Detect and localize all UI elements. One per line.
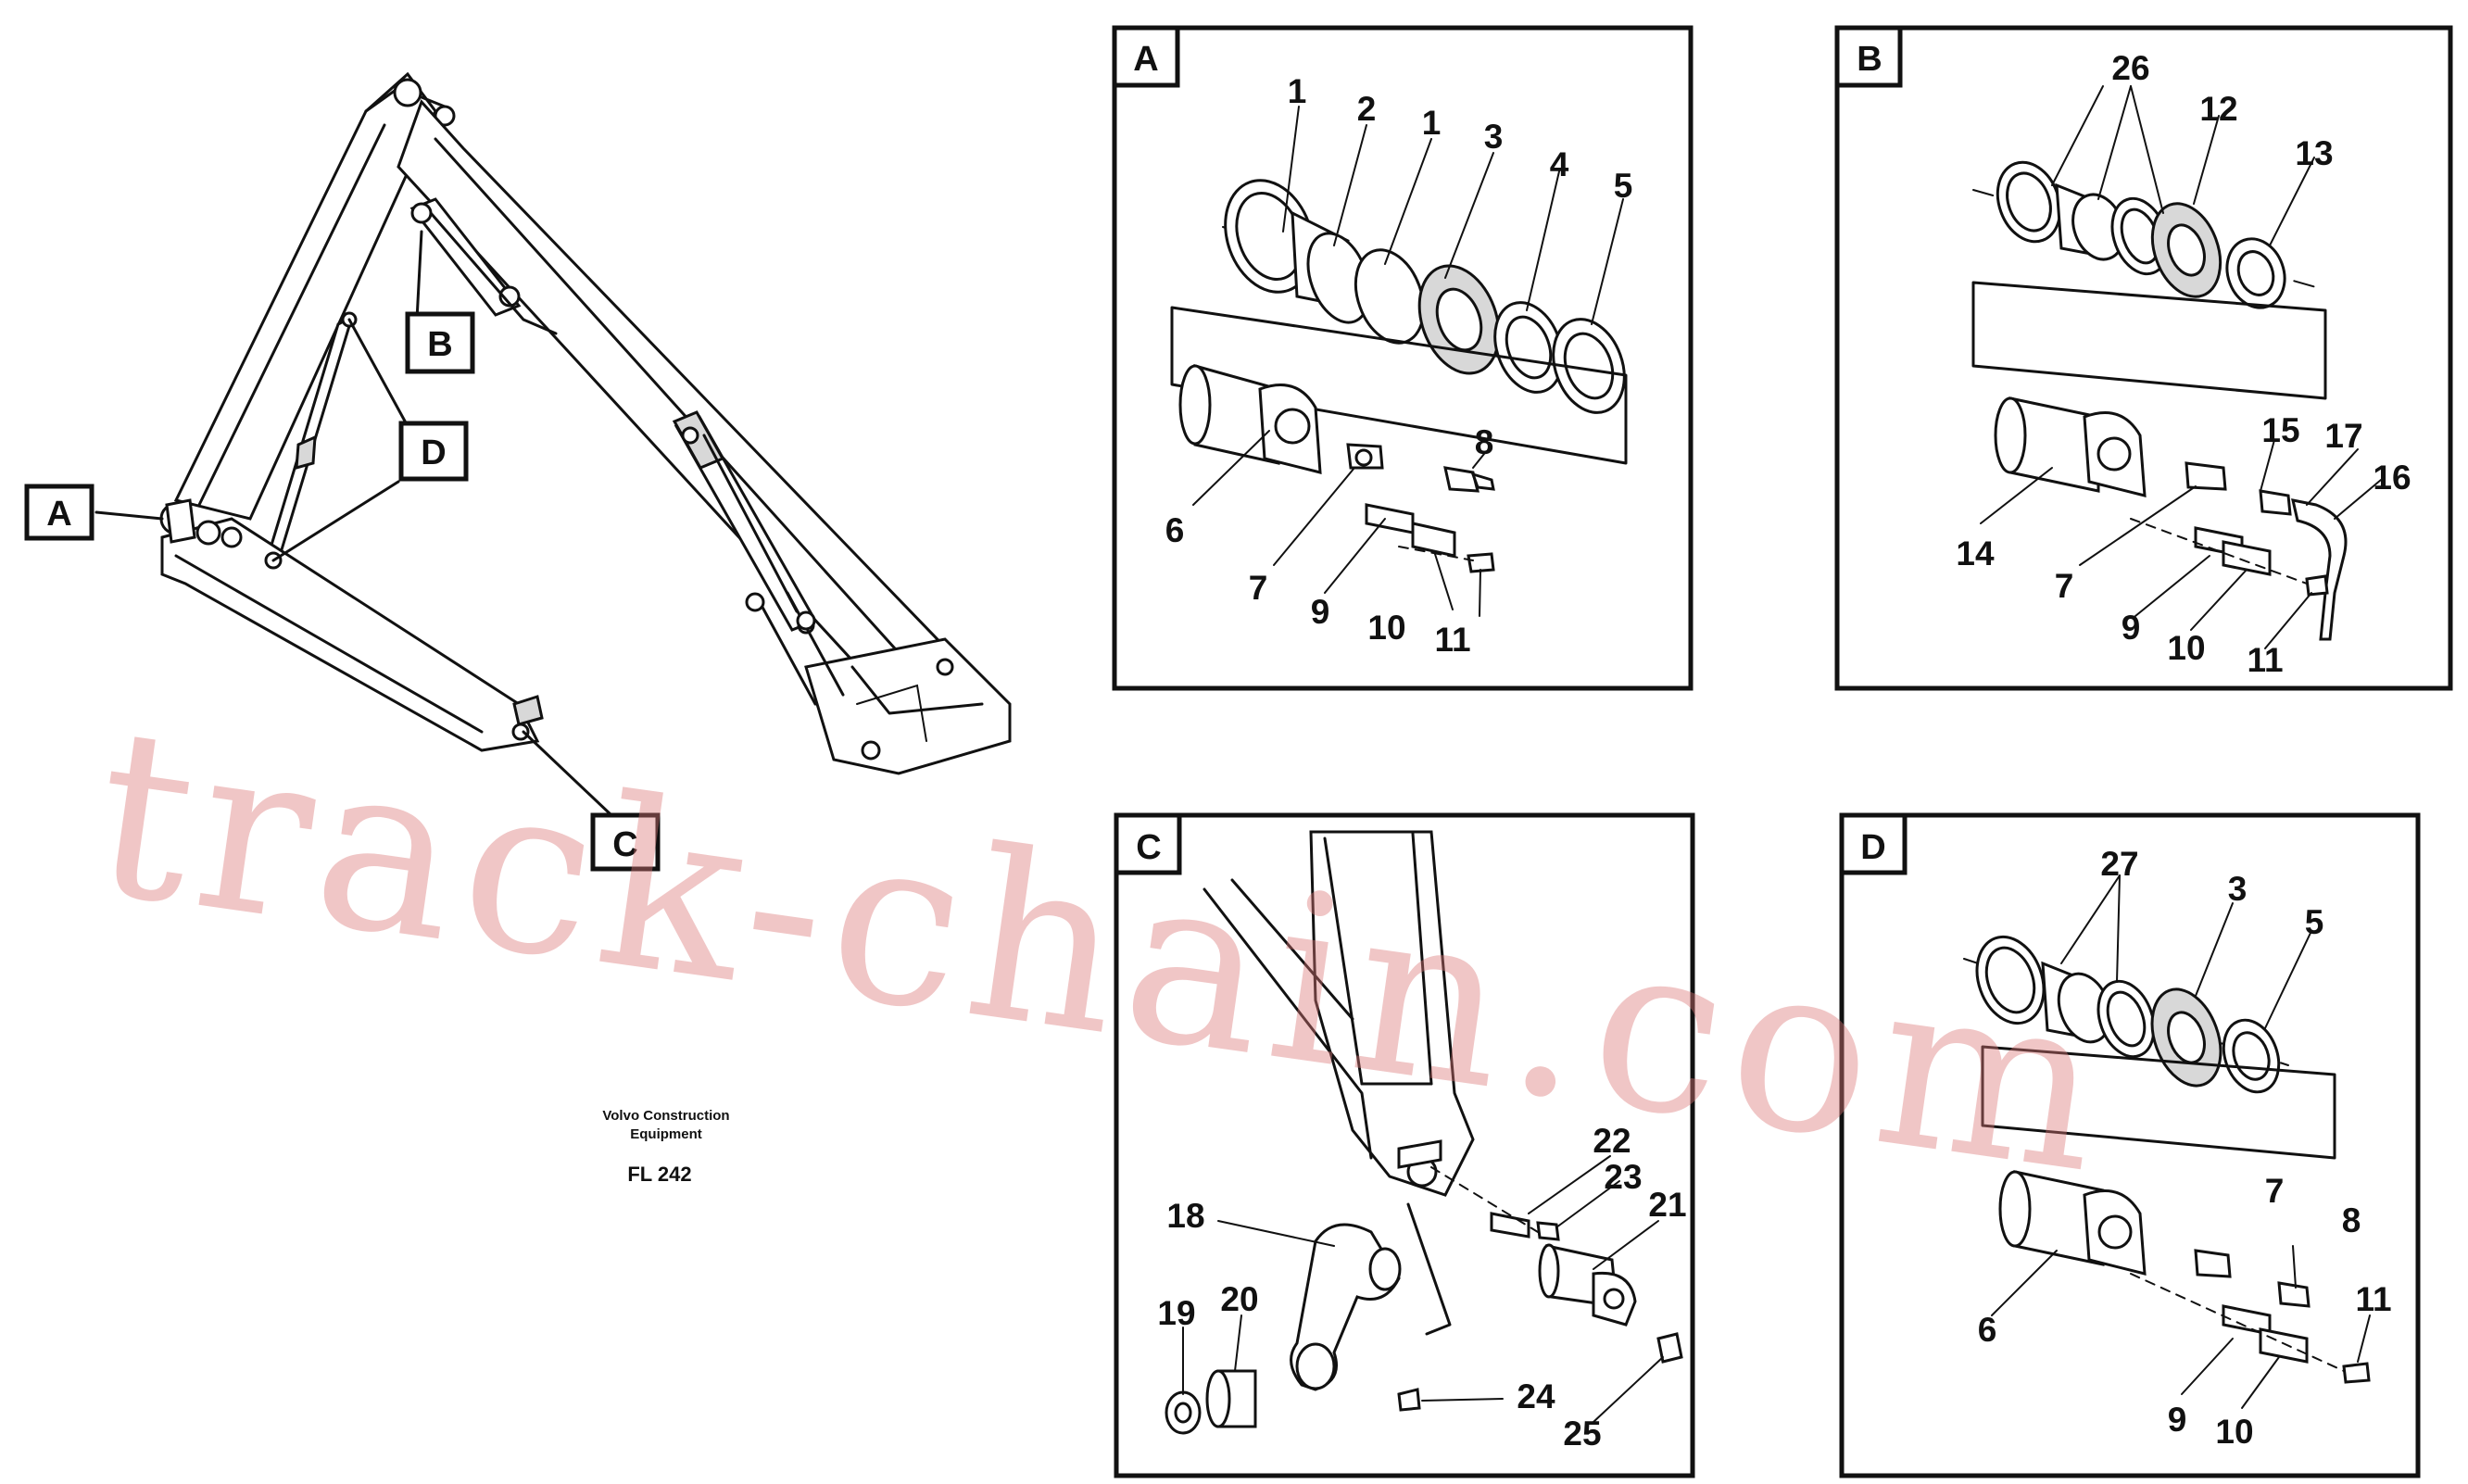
callout-b-26: 26 [2111,49,2149,87]
callout-b-12: 12 [2199,90,2237,128]
panel-c-tag: C [1136,828,1161,867]
callout-d-11: 11 [2355,1280,2391,1318]
callout-b-11: 11 [2247,641,2283,679]
panel-c: C [1114,812,1695,1478]
overview-tag-d[interactable]: D [398,421,469,482]
callout-c-23: 23 [1604,1158,1642,1196]
overview-tag-b-label: B [427,325,452,364]
watermark: track-chain.com [81,676,2126,1226]
panel-b-tag-box [1834,25,1903,88]
panel-a-tag: A [1133,40,1158,79]
callout-c-20: 20 [1220,1280,1258,1318]
boom-overview-drawing [94,71,1012,817]
callout-b-15: 15 [2261,411,2299,449]
callout-c-21: 21 [1648,1186,1686,1224]
callout-c-24: 24 [1517,1377,1555,1415]
overview-tag-c[interactable]: C [590,812,661,872]
panel-b-tag: B [1857,40,1882,79]
callout-a-8: 8 [1475,423,1494,461]
callout-b-14: 14 [1956,534,1995,572]
panel-c-tag-box [1114,812,1182,875]
overview-tag-b[interactable]: B [405,311,475,374]
panel-d-tag: D [1860,828,1885,867]
callout-b-7: 7 [2055,567,2074,605]
callout-a-6: 6 [1165,511,1185,549]
panel-d: D [1839,812,2421,1478]
overview-tag-c-label: C [612,825,637,864]
callout-a-1: 1 [1288,72,1307,110]
callout-b-17: 17 [2324,417,2362,455]
panel-b: B [1834,25,2453,691]
boom-cylinder [409,197,522,317]
callout-b-13: 13 [2295,134,2333,172]
drawing-code: FL 242 [627,1163,691,1186]
boom-top-pin [393,78,422,107]
pin-c [512,695,544,726]
callout-a-1b: 1 [1422,104,1442,142]
callout-a-10: 10 [1367,609,1405,647]
panel-d-tag-box [1839,812,1908,875]
callout-a-4: 4 [1550,145,1569,183]
callout-d-8: 8 [2342,1201,2361,1239]
callout-d-10: 10 [2215,1413,2253,1451]
callout-d-27: 27 [2100,845,2138,883]
panel-a-tag-box [1112,25,1180,88]
callout-c-18: 18 [1166,1197,1204,1235]
caption-company: Volvo Construction [602,1108,729,1124]
callout-b-16: 16 [2373,459,2411,497]
overview-tag-a-label: A [46,495,71,534]
callout-a-11: 11 [1434,621,1470,659]
callout-d-3: 3 [2228,870,2248,908]
callout-c-25: 25 [1563,1415,1601,1453]
bucket [804,637,1012,775]
callout-d-5: 5 [2305,903,2324,941]
callout-c-19: 19 [1157,1294,1195,1332]
callout-a-5: 5 [1614,167,1633,205]
callout-d-9: 9 [2168,1401,2187,1439]
callout-a-7: 7 [1249,569,1268,607]
callout-c-22: 22 [1593,1122,1631,1160]
panel-a: A [1112,25,1694,691]
frame [160,517,540,752]
callout-a-9: 9 [1311,593,1330,631]
overview-tag-d-label: D [421,434,446,472]
callout-d-7: 7 [2265,1172,2285,1210]
callout-a-3: 3 [1484,118,1504,156]
callout-a-2: 2 [1357,90,1377,128]
caption-equipment: Equipment [630,1126,702,1142]
callout-b-9: 9 [2122,609,2141,647]
callout-b-10: 10 [2167,629,2205,667]
callout-d-6: 6 [1978,1311,1997,1349]
overview-tag-a[interactable]: A [24,484,94,541]
